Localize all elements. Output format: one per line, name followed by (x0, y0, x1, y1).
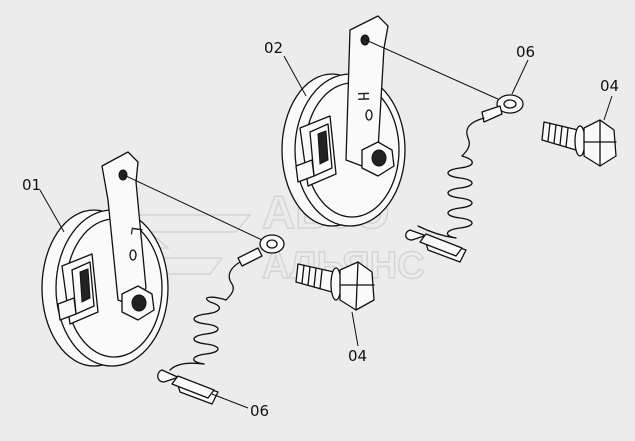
leader-06-top (511, 59, 529, 95)
spring-left-end (169, 362, 205, 371)
leader-04-top (603, 95, 613, 121)
ring-terminal-right-crimp (481, 105, 503, 123)
label-06-top: 06 (516, 43, 535, 61)
label-02: 02 (264, 39, 283, 57)
label-04-top: 04 (600, 77, 619, 95)
leader-01 (39, 189, 65, 233)
bolt-right-shank (541, 121, 579, 151)
horn-02-bracket-slot (365, 109, 373, 121)
horn-02-bracket-hole (360, 34, 370, 46)
leader-04-bottom (351, 311, 359, 347)
horn-02-nut (361, 141, 395, 177)
wire-left (123, 174, 285, 405)
horn-02-bracket (345, 15, 389, 167)
ring-terminal-right (496, 94, 524, 114)
horn-01-bracket-hole (118, 169, 128, 181)
horn-02-stamp: H (354, 92, 372, 102)
spring-right-end (417, 225, 457, 239)
part-labels: 01 02 04 04 06 06 (22, 39, 619, 420)
horn-01-terminal (57, 253, 99, 325)
horn-01-bracket (101, 151, 147, 307)
wire-right-lead (365, 39, 501, 101)
horn-01: L (41, 151, 169, 367)
horn-02-terminal (295, 115, 337, 187)
leader-06-bottom (211, 393, 249, 409)
ring-terminal-left (259, 234, 285, 254)
bolt-right (541, 119, 617, 167)
horn-01-nut (121, 285, 155, 321)
horn-01-bracket-slot (129, 249, 137, 261)
leader-02 (283, 55, 307, 97)
label-04-bottom: 04 (348, 347, 367, 365)
horn-01-stamp: L (127, 225, 146, 236)
horn-02: H (281, 15, 406, 227)
spring-right (446, 155, 473, 239)
wire-right-tail (461, 117, 485, 157)
wire-right (365, 39, 524, 263)
ring-terminal-left-crimp (237, 247, 263, 267)
wire-left-tail (225, 261, 241, 301)
leader-lines (39, 55, 613, 409)
wire-left-lead (123, 174, 263, 241)
label-01: 01 (22, 176, 41, 194)
label-06-bottom: 06 (250, 402, 269, 420)
bolt-left (295, 261, 375, 311)
spring-left (193, 296, 227, 365)
